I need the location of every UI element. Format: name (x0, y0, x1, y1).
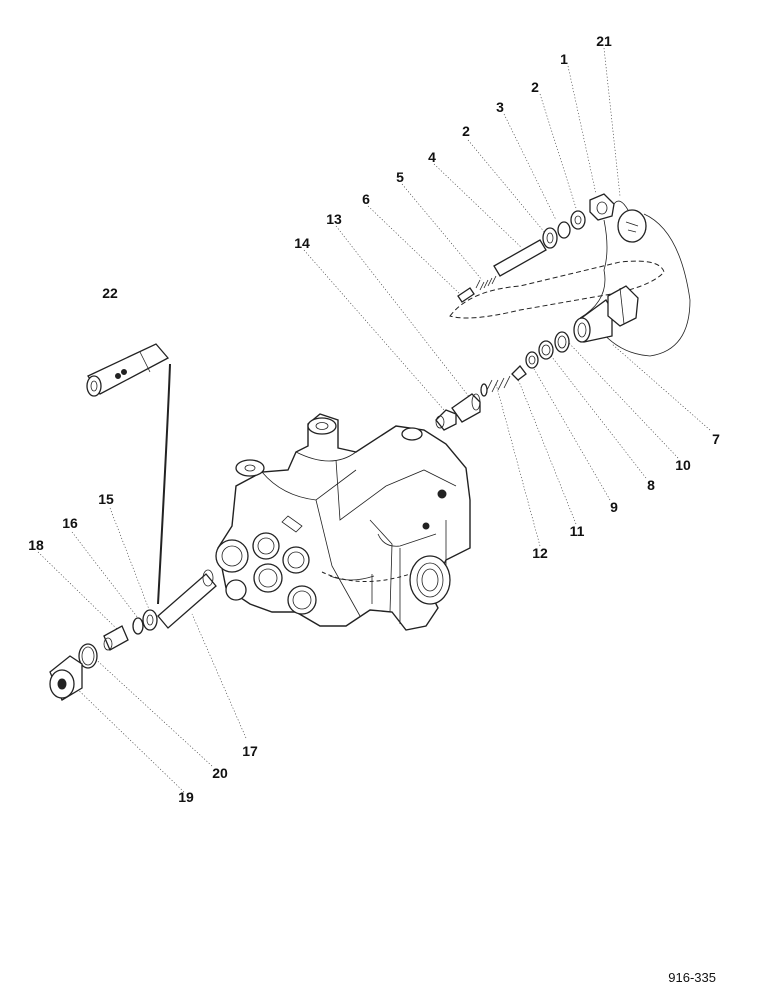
callout-13: 13 (326, 211, 342, 227)
callout-16: 16 (62, 515, 78, 531)
callout-6: 6 (362, 191, 370, 207)
callout-2-lower: 2 (462, 123, 470, 139)
callout-2-upper: 2 (531, 79, 539, 95)
callout-4: 4 (428, 149, 436, 165)
callout-3: 3 (496, 99, 504, 115)
callout-19: 19 (178, 789, 194, 805)
callout-9: 9 (610, 499, 618, 515)
callout-22: 22 (102, 285, 118, 301)
callout-12: 12 (532, 545, 548, 561)
callout-1: 1 (560, 51, 568, 67)
relief-valve-group (435, 193, 691, 431)
callout-14: 14 (294, 235, 310, 251)
valve-body (215, 413, 471, 631)
callout-8: 8 (647, 477, 655, 493)
callout-15: 15 (98, 491, 114, 507)
spool-group (49, 343, 217, 701)
callouts: 1 2 2 3 4 5 6 7 8 9 10 11 12 13 14 15 16… (28, 33, 720, 805)
callout-18: 18 (28, 537, 44, 553)
callout-20: 20 (212, 765, 228, 781)
callout-17: 17 (242, 743, 258, 759)
callout-5: 5 (396, 169, 404, 185)
callout-21: 21 (596, 33, 612, 49)
callout-11: 11 (570, 523, 585, 539)
leader-lines (37, 47, 711, 793)
callout-7: 7 (712, 431, 720, 447)
drawing-reference: 916-335 (668, 970, 716, 985)
callout-10: 10 (675, 457, 691, 473)
